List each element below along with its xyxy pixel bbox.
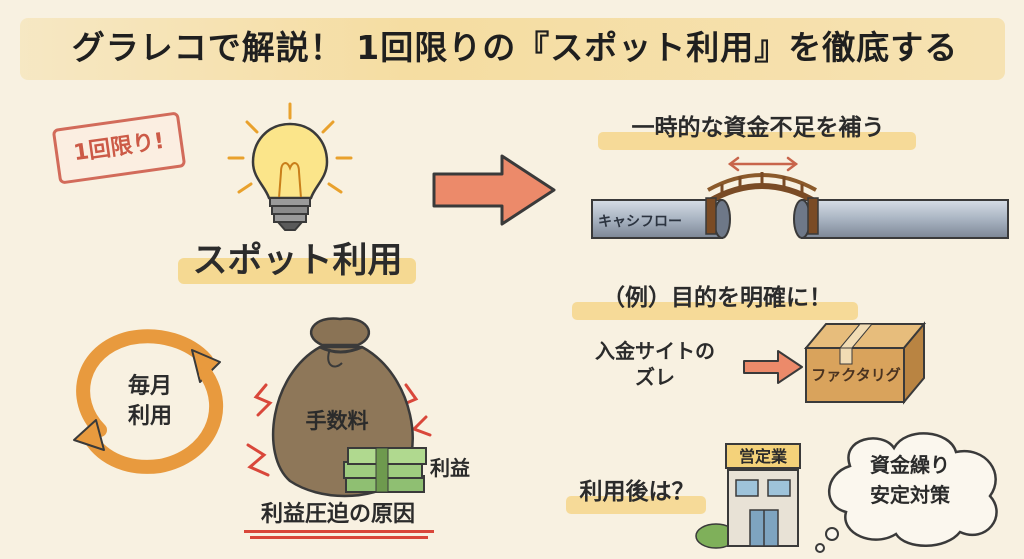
factoring-box-label: ファクタリグ: [811, 366, 901, 384]
profit-label: 利益: [430, 456, 470, 480]
spot-usage-label: スポット利用: [192, 241, 403, 281]
monthly-use-text: 毎月 利用: [127, 374, 172, 429]
after-heading-highlight: [566, 496, 706, 514]
right-arrow-icon: [432, 154, 556, 226]
shop-building-icon: [695, 443, 801, 549]
small-right-arrow-icon: [743, 350, 803, 384]
cash-stability-text: 資金繰り 安定対策: [870, 453, 950, 507]
cashflow-pipe-label: キャシフロー: [598, 214, 682, 230]
caption-underline: [244, 530, 434, 533]
cash-stack-icon: [343, 447, 427, 493]
example-heading-highlight: [572, 302, 858, 320]
thought-cloud-icon: [815, 432, 998, 553]
lightbulb-icon: [227, 102, 353, 231]
title-highlight: [20, 18, 1005, 80]
page-title: グラレコで解説！ 1回限りの『スポット利用』を徹底する: [71, 28, 959, 67]
spot-label-highlight: [178, 258, 416, 284]
monthly-cycle-icon: [73, 329, 224, 474]
one-time-stamp: 1回限り!: [51, 111, 187, 185]
profit-squeeze-caption: 利益圧迫の原因: [260, 502, 415, 527]
shop-sign-text: 営定業: [738, 447, 787, 466]
double-arrow-icon: [727, 156, 799, 172]
bridge-heading: 一時的な資金不足を補う: [631, 115, 885, 141]
caption-underline-2: [250, 536, 428, 539]
after-use-heading: 利用後は？: [579, 479, 695, 505]
bridge-heading-highlight: [598, 132, 916, 150]
factoring-box-icon: [803, 321, 927, 405]
cashflow-bridge-illustration: [591, 156, 1009, 239]
payment-site-gap-text: 入金サイトの ズレ: [595, 339, 715, 389]
example-heading: （例）目的を明確に！: [602, 285, 832, 311]
fee-label: 手数料: [305, 409, 369, 433]
